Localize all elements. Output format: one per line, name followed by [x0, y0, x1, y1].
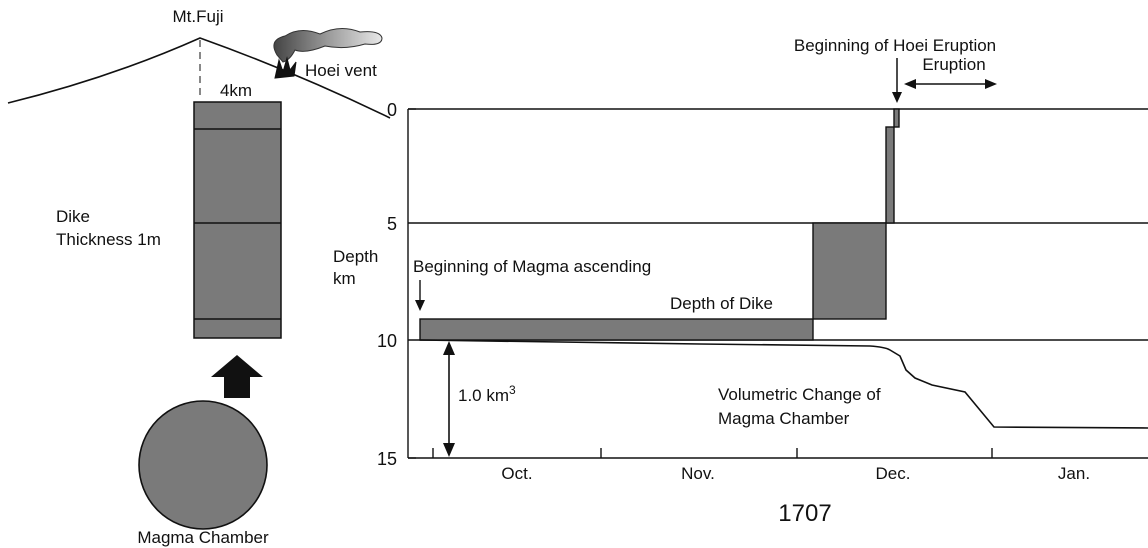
arrow-head-down-icon [415, 300, 425, 311]
arrow-head-up-icon [443, 341, 455, 355]
magma-rise-arrow-icon [211, 355, 263, 398]
x-tick-label: Jan. [1058, 464, 1090, 483]
y-tick-label: 15 [377, 449, 397, 469]
dike-step-5-9km [812, 222, 887, 320]
mountain-label: Mt.Fuji [173, 7, 224, 26]
y-axis-label-line1: Depth [333, 247, 378, 266]
volumetric-change-curve [419, 339, 1148, 429]
dike-thickness-label-line2: Thickness 1m [56, 230, 161, 249]
eruption-label: Eruption [922, 55, 985, 74]
dike-depth-series-label: Depth of Dike [670, 294, 773, 313]
vent-flame-icon [274, 56, 297, 79]
year-label: 1707 [778, 500, 831, 527]
smoke-plume-icon [273, 28, 383, 63]
volume-value: 1.0 km [458, 386, 509, 405]
dike-thickness-label-line1: Dike [56, 207, 90, 226]
volume-unit-superscript: 3 [509, 383, 516, 397]
dike-column [193, 101, 282, 339]
x-tick-label: Nov. [681, 464, 715, 483]
left-panel: Mt.Fuji Hoei vent 4km Dike Thickness 1m … [7, 7, 391, 547]
vol-change-label-line1: Volumetric Change of [718, 385, 881, 404]
hoei-beginning-label: Beginning of Hoei Eruption [794, 36, 996, 55]
vent-label: Hoei vent [305, 61, 377, 80]
y-tick-label: 10 [377, 331, 397, 351]
x-tick-label: Oct. [501, 464, 532, 483]
dike-depth-label: 4km [220, 81, 252, 100]
dike-step-1-5km [885, 126, 895, 224]
x-tick-label: Dec. [876, 464, 911, 483]
dike-step-9-10km [419, 318, 814, 341]
chamber-label: Magma Chamber [137, 528, 269, 547]
dike-step-0-1km [893, 108, 900, 128]
magma-chamber [138, 400, 268, 530]
vol-change-label-line2: Magma Chamber [718, 409, 850, 428]
mountain-profile [7, 37, 391, 119]
magma-ascending-label: Beginning of Magma ascending [413, 257, 651, 276]
arrow-head-left-icon [904, 79, 916, 89]
arrow-head-down-icon [892, 92, 902, 103]
volume-label: 1.0 km3 [458, 383, 516, 405]
y-tick-label: 0 [387, 100, 397, 120]
y-axis-label-line2: km [333, 269, 356, 288]
depth-chart: 0 5 10 15 Depth km Oct. Nov. Dec. Jan. 1… [333, 36, 1148, 527]
arrow-head-right-icon [985, 79, 997, 89]
y-tick-label: 5 [387, 214, 397, 234]
arrow-head-down-icon [443, 443, 455, 457]
